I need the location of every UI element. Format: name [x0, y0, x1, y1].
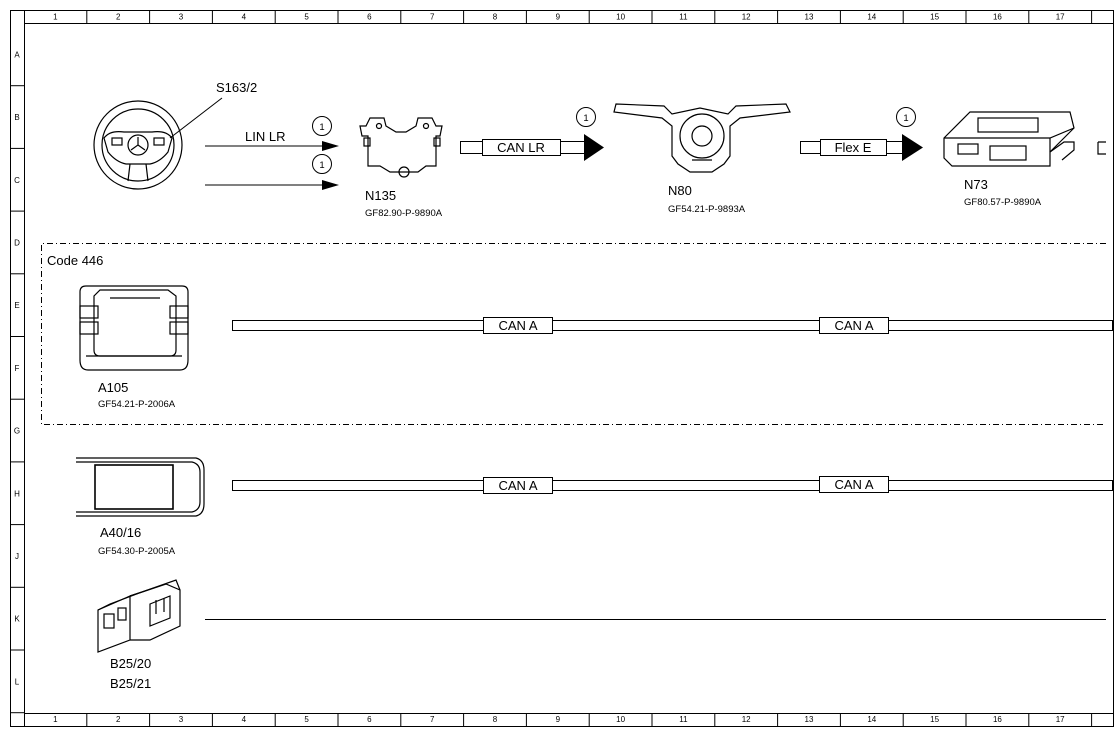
- marker-circle-3: 1: [576, 107, 596, 127]
- steering-wheel-icon: [93, 100, 183, 190]
- column-number: 9: [556, 13, 561, 22]
- column-number: 14: [867, 13, 876, 22]
- row-ruler: A B C D E F G H J K L: [10, 50, 24, 714]
- column-number: 13: [805, 715, 814, 724]
- column-number: 17: [1056, 13, 1065, 22]
- s163-label: S163/2: [216, 80, 257, 95]
- a105-label: A105: [98, 380, 128, 395]
- column-number: 8: [493, 715, 498, 724]
- column-number: 4: [242, 13, 247, 22]
- column-number: 13: [805, 13, 814, 22]
- code-446-label: Code 446: [47, 253, 103, 268]
- code-446-boundary: [41, 243, 1106, 425]
- row-letter: C: [14, 176, 20, 185]
- column-number: 2: [116, 13, 121, 22]
- a105-display-icon: [79, 285, 189, 371]
- n73-label: N73: [964, 177, 988, 192]
- flex-e-connection: Flex E: [800, 134, 923, 161]
- n73-ref: GF80.57-P-9890A: [964, 197, 1042, 208]
- n135-ref: GF82.90-P-9890A: [365, 208, 443, 219]
- column-number: 16: [993, 715, 1002, 724]
- column-number: 8: [493, 13, 498, 22]
- column-number: 7: [430, 13, 435, 22]
- row-letter: G: [14, 427, 20, 436]
- row-letter: H: [14, 489, 20, 498]
- row-letter: B: [14, 113, 19, 122]
- can-lr-label: CAN LR: [497, 140, 545, 155]
- column-number: 7: [430, 715, 435, 724]
- can-a-label-2: CAN A: [834, 318, 873, 333]
- n73-module-icon: [943, 111, 1075, 167]
- marker-circle-2: 1: [312, 154, 332, 174]
- column-ruler: 1122334455667788991010111112121313141415…: [53, 10, 1093, 726]
- a4016-label: A40/16: [100, 525, 141, 540]
- marker-circle-1: 1: [312, 116, 332, 136]
- svg-text:1: 1: [319, 122, 324, 133]
- column-number: 3: [179, 715, 184, 724]
- column-number: 11: [679, 13, 688, 22]
- row-letter: D: [14, 239, 20, 248]
- can-a-bus-a105: CAN A CAN A: [232, 317, 1113, 334]
- can-a-label-3: CAN A: [498, 478, 537, 493]
- column-number: 5: [304, 715, 309, 724]
- column-number: 12: [742, 13, 751, 22]
- row-letter: J: [15, 552, 19, 561]
- column-number: 4: [242, 715, 247, 724]
- column-number: 6: [367, 715, 372, 724]
- column-number: 16: [993, 13, 1002, 22]
- row-letter: F: [15, 364, 20, 373]
- column-number: 2: [116, 715, 121, 724]
- column-number: 3: [179, 13, 184, 22]
- can-a-bus-a4016: CAN A CAN A: [232, 476, 1113, 494]
- column-number: 9: [556, 715, 561, 724]
- n135-label: N135: [365, 188, 396, 203]
- a4016-ref: GF54.30-P-2005A: [98, 546, 176, 557]
- svg-text:1: 1: [583, 113, 588, 124]
- svg-text:1: 1: [903, 113, 908, 124]
- b25-sensor-icon: [97, 579, 181, 653]
- column-number: 10: [616, 13, 625, 22]
- a105-ref: GF54.21-P-2006A: [98, 399, 176, 410]
- b25-20-label: B25/20: [110, 656, 151, 671]
- column-number: 12: [742, 715, 751, 724]
- svg-text:1: 1: [319, 160, 324, 171]
- row-letter: L: [15, 677, 20, 686]
- n80-ref: GF54.21-P-9893A: [668, 204, 746, 215]
- can-lr-connection: CAN LR: [460, 134, 604, 161]
- column-number: 6: [367, 13, 372, 22]
- column-number: 1: [53, 13, 58, 22]
- marker-circle-4: 1: [896, 107, 916, 127]
- lin-lr-connection: LIN LR: [205, 129, 339, 190]
- can-a-label-4: CAN A: [834, 477, 873, 492]
- b25-21-label: B25/21: [110, 676, 151, 691]
- s163-leader-line: [169, 97, 223, 139]
- column-number: 1: [53, 715, 58, 724]
- column-number: 11: [679, 715, 688, 724]
- column-number: 15: [930, 13, 939, 22]
- can-a-label-1: CAN A: [498, 318, 537, 333]
- row-letter: E: [14, 301, 19, 310]
- offpage-connector: [1097, 141, 1106, 155]
- column-number: 5: [304, 13, 309, 22]
- flex-e-label: Flex E: [835, 140, 872, 155]
- column-number: 10: [616, 715, 625, 724]
- row-letter: K: [14, 615, 20, 624]
- column-number: 14: [867, 715, 876, 724]
- n80-module-icon: [613, 103, 791, 173]
- column-number: 17: [1056, 715, 1065, 724]
- n80-label: N80: [668, 183, 692, 198]
- a4016-display-icon: [76, 457, 205, 517]
- row-letter: A: [14, 50, 20, 59]
- n135-module-icon: [359, 117, 443, 178]
- lin-lr-label: LIN LR: [245, 129, 285, 144]
- column-number: 15: [930, 715, 939, 724]
